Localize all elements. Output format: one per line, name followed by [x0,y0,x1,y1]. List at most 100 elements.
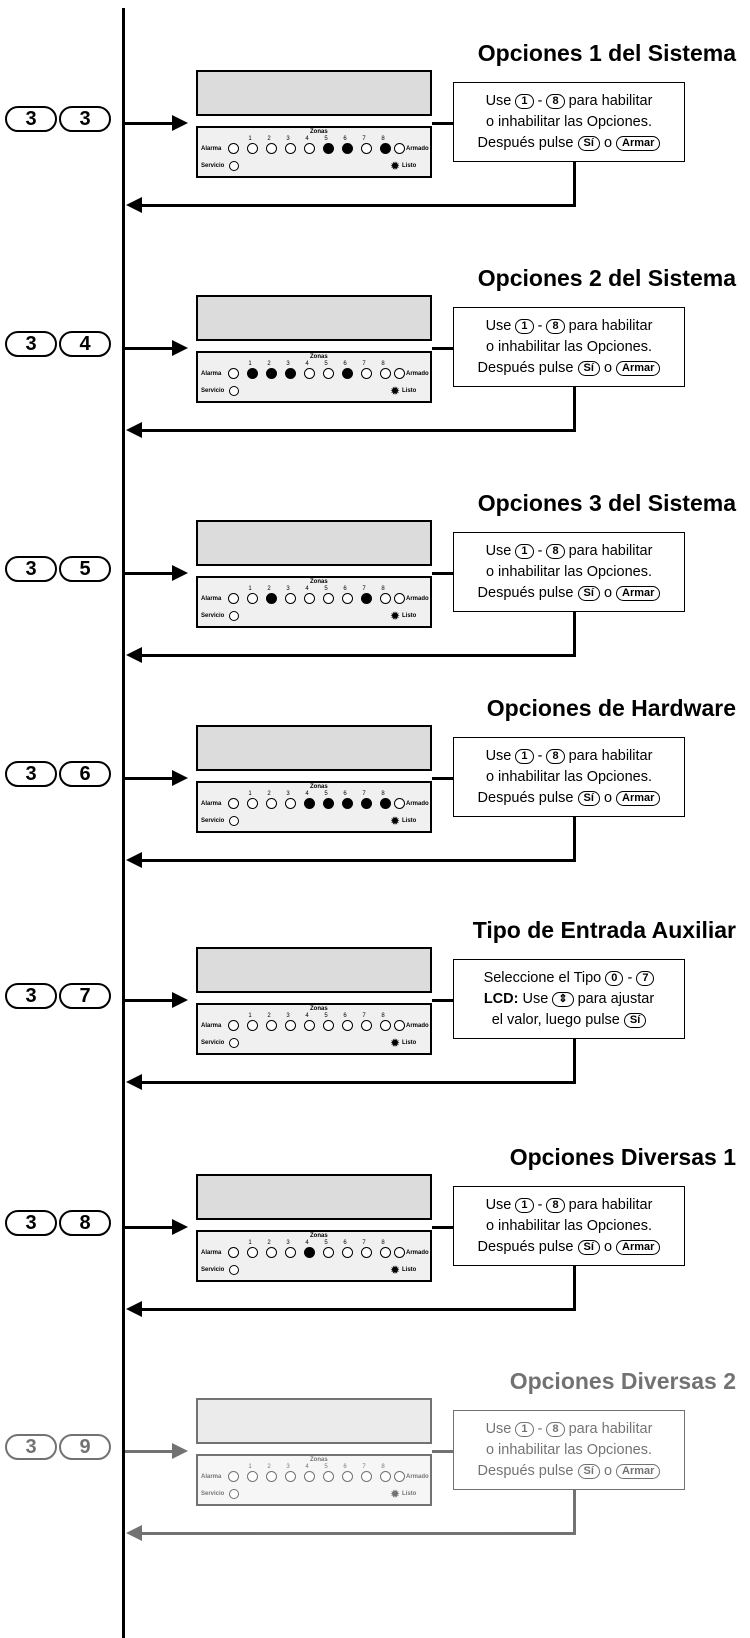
instr-text: o inhabilitar las Opciones. [485,114,653,130]
instr-text: o inhabilitar las Opciones. [485,339,653,355]
zone-number: 6 [343,791,347,797]
armar-key-icon: Armar [616,586,661,601]
armar-key-icon: Armar [616,361,661,376]
instr-text: Use [485,93,512,109]
si-key-icon: Sí [577,136,600,151]
instr-text: LCD: [483,991,519,1007]
return-vertical-line [573,162,576,206]
zone-number: 1 [248,1240,252,1246]
instr-text: - [537,748,543,764]
servicio-led [229,1038,239,1048]
servicio-label: Servicio [201,818,225,824]
entry-arrow-head [172,565,188,581]
zonas-label: Zonas [310,129,328,135]
return-vertical-line [573,387,576,431]
zone-number: 1 [248,1013,252,1019]
instr-text: para ajustar [577,991,655,1007]
return-horizontal-line [140,429,576,432]
servicio-label: Servicio [201,1267,225,1273]
instruction-line: el valor, luego pulse Sí [454,1010,684,1031]
instr-text: Use [522,991,549,1007]
zone-number: 3 [286,136,290,142]
option-section: Opciones Diversas 2 3 9 Diversas 2 > ***… [0,1368,750,1602]
zone-number: 3 [286,1013,290,1019]
zone-led [285,798,296,809]
servicio-label: Servicio [201,388,225,394]
zone-led [266,368,277,379]
alarma-label: Alarma [201,146,222,152]
zone-number: 4 [305,1464,309,1470]
key-first: 3 [5,1210,57,1236]
zone-led [361,593,372,604]
instr-text: Después pulse [477,1239,574,1255]
servicio-led [229,1489,239,1499]
zone-led [342,368,353,379]
instr-text: para habilitar [568,1197,653,1213]
zone-led [342,798,353,809]
instr-text: Después pulse [477,360,574,376]
zone-led [323,1020,334,1031]
zone-number: 7 [362,1464,366,1470]
key-sequence: 3 5 [5,556,111,582]
zone-led [342,143,353,154]
key-sequence: 3 4 [5,331,111,357]
servicio-label: Servicio [201,1040,225,1046]
instr-text: o inhabilitar las Opciones. [485,1218,653,1234]
instruction-line: Use 1 - 8 para habilitar [454,1195,684,1216]
armado-label: Armado [406,596,429,602]
key-icon: 8 [546,749,565,764]
zone-led [228,143,239,154]
zone-led [285,593,296,604]
return-vertical-line [573,612,576,656]
entry-arrow-line [125,999,175,1002]
zone-number: 3 [286,791,290,797]
key-second: 9 [59,1434,111,1460]
zone-number: 5 [324,136,328,142]
return-arrow-head [126,647,142,663]
instruction-line: o inhabilitar las Opciones. [454,1440,684,1461]
entry-arrow-head [172,770,188,786]
zone-number: 4 [305,791,309,797]
instr-text: para habilitar [568,1421,653,1437]
lcd-line-1: Diversas 1 [212,1217,430,1218]
zone-number: 6 [343,1013,347,1019]
zone-number: 1 [248,586,252,592]
zone-led [380,798,391,809]
zone-led [361,368,372,379]
zone-led [380,1020,391,1031]
zone-led [304,368,315,379]
return-vertical-line [573,1266,576,1310]
return-arrow-head [126,197,142,213]
zone-number: 1 [248,791,252,797]
lcd-line-1: Diversas 2 [212,1441,430,1442]
zone-number: 7 [362,1240,366,1246]
instruction-line: Use 1 - 8 para habilitar [454,1419,684,1440]
instruction-line: o inhabilitar las Opciones. [454,1216,684,1237]
zone-number: 5 [324,361,328,367]
zonas-label: Zonas [310,1006,328,1012]
armado-led [394,1020,405,1031]
armado-label: Armado [406,371,429,377]
instr-text: Seleccione el Tipo [483,970,602,986]
return-horizontal-line [140,859,576,862]
zone-led [342,1020,353,1031]
zone-led [323,143,334,154]
entry-arrow-head [172,1443,188,1459]
zone-number: 4 [305,1013,309,1019]
entry-arrow-head [172,115,188,131]
key-sequence: 3 8 [5,1210,111,1236]
entry-arrow-line [125,347,175,350]
listo-icon: ✹ [390,384,401,398]
servicio-label: Servicio [201,1491,225,1497]
zone-number: 8 [381,136,385,142]
instr-text: Use [485,1197,512,1213]
instr-text: el valor, luego pulse [491,1012,620,1028]
zone-led [304,798,315,809]
alarma-label: Alarma [201,596,222,602]
zone-led [285,368,296,379]
